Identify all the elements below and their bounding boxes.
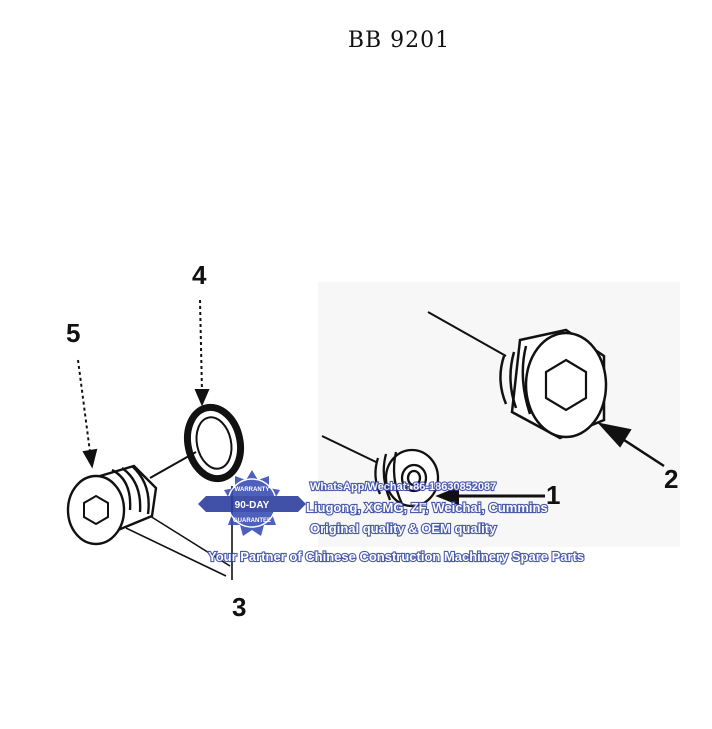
watermark-line-3: Original quality & OEM quality [310,521,497,536]
watermark-line-1: WhatsApp/Wechat: 86-18630852087 [310,481,496,493]
leader-lines [77,299,665,580]
badge-middle-text: 90-DAY [235,500,270,511]
callout-4: 4 [192,260,207,290]
assembly-axis [149,451,197,479]
callout-1: 1 [546,480,560,510]
badge-ribbon [206,496,298,512]
callout-2: 2 [664,464,678,494]
inset-panel [318,282,680,547]
badge-top-text: WARRANTY [235,487,270,493]
plug-large-2 [427,311,608,440]
plug-left-5 [66,464,158,546]
watermark-line-2: Liugong, XCMG, ZF, Weichai, Cummins [306,500,548,515]
plug-small-1 [321,435,440,508]
warranty-badge: WARRANTY 90-DAY GUARANTEE [198,470,306,536]
page-title: BB 9201 [347,28,451,53]
watermark: WhatsApp/Wechat: 86-18630852087 Liugong,… [207,480,585,565]
badge-bottom-text: GUARANTEE [233,518,271,524]
watermark-line-4: Your Partner of Chinese Construction Mac… [208,549,584,564]
callout-3: 3 [232,592,246,622]
seal-ring-4 [183,403,245,483]
callout-5: 5 [66,318,80,348]
